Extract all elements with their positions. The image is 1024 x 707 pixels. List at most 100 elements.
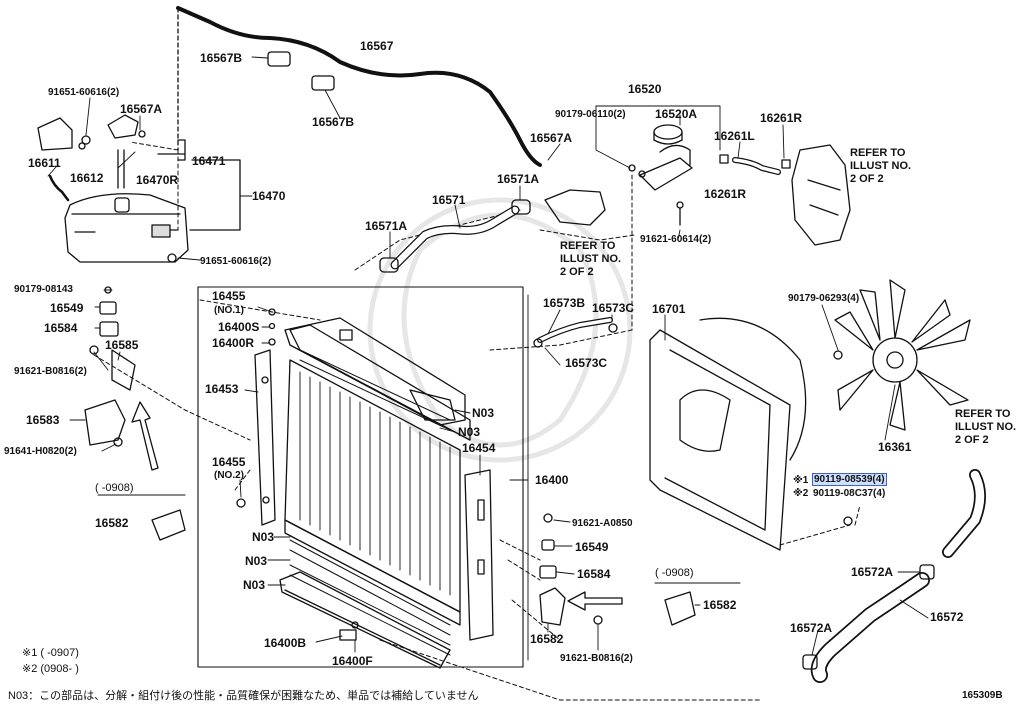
radiator-cap-16520a <box>653 124 683 145</box>
part-label-16582: 16582 <box>703 598 737 612</box>
illustration-number: 165309B <box>962 690 1003 701</box>
part-label-16701: 16701 <box>652 302 686 316</box>
mounting-parts-right <box>539 513 603 626</box>
part-label-16567a: 16567A <box>120 102 163 116</box>
part-label-16611: 16611 <box>28 156 61 170</box>
sublabel-no1: (NO.1) <box>214 305 244 316</box>
direction-arrow-left <box>131 401 159 471</box>
part-label-91621-a0850: 91621-A0850 <box>572 518 633 529</box>
part-label-16584: 16584 <box>44 321 78 335</box>
hose-clamp-16567b <box>267 51 335 91</box>
pipe-16470r <box>117 149 125 189</box>
part-label-16567: 16567 <box>360 39 394 53</box>
hose-16612 <box>48 174 70 202</box>
radiator-assembly-frame <box>197 286 524 668</box>
part-label-16520a: 16520A <box>655 107 698 121</box>
part-label-91641-h0820: 91641-H0820(2) <box>4 446 77 457</box>
part-label-n03: N03 <box>252 530 275 544</box>
part-label-16582: 16582 <box>530 632 564 646</box>
part-label-n03: N03 <box>245 554 268 568</box>
part-label-16471: 16471 <box>192 154 226 168</box>
part-label-16453: 16453 <box>205 382 239 396</box>
part-label-16572: 16572 <box>930 610 964 624</box>
water-inlet-housing <box>791 144 851 246</box>
footnote-1: ※1 ( -0907) <box>22 647 79 659</box>
variant-mark-2: ※2 <box>793 488 809 499</box>
part-label-16400b: 16400B <box>264 636 307 650</box>
part-label-16583: 16583 <box>26 413 60 427</box>
n03-note: N03：この部品は、分解・組付け後の性能・品質確保が困難なため、単品では補給して… <box>8 690 479 702</box>
part-label-16454: 16454 <box>462 441 496 455</box>
part-label-16470: 16470 <box>252 189 286 203</box>
part-label-91651: 91651-60616(2) <box>200 256 272 267</box>
part-label-91621-60614: 91621-60614(2) <box>640 234 712 245</box>
part-label-91651: 91651-60616(2) <box>48 87 120 98</box>
filler-neck-16520 <box>628 144 693 191</box>
part-label-16585: 16585 <box>105 338 139 352</box>
date-range-right: ( -0908) <box>655 567 694 579</box>
refer-note: REFER TO ILLUST NO. 2 OF 2 <box>850 147 912 185</box>
part-label-16455: 16455 <box>212 455 246 469</box>
part-label-16572a: 16572A <box>790 621 833 635</box>
part-label-90119-08c37: 90119-08C37(4) <box>813 488 886 499</box>
part-label-16567a: 16567A <box>530 131 573 145</box>
part-label-16584: 16584 <box>577 567 611 581</box>
part-label-16573b: 16573B <box>543 296 586 310</box>
part-label-16567b: 16567B <box>200 51 243 65</box>
part-label-16261r: 16261R <box>760 111 803 125</box>
part-label-16261l: 16261L <box>714 129 755 143</box>
bracket-16582-right <box>664 591 696 626</box>
cooling-fan <box>834 279 971 431</box>
part-label-16400: 16400 <box>535 473 569 487</box>
part-label-91621-b0816: 91621-B0816(2) <box>14 366 87 377</box>
part-label-16567b: 16567B <box>312 115 355 129</box>
radiator-lower-tank <box>279 571 451 669</box>
part-label-16361: 16361 <box>878 440 912 454</box>
part-label-n03: N03 <box>458 425 481 439</box>
part-label-16582: 16582 <box>95 516 129 530</box>
side-bracket-16454 <box>464 469 494 641</box>
part-label-16549: 16549 <box>50 301 84 315</box>
part-label-16400f: 16400F <box>332 654 373 668</box>
part-label-16571a: 16571A <box>365 219 408 233</box>
side-bracket-16453 <box>254 349 276 526</box>
radiator-top-tank <box>284 317 466 426</box>
part-label-16571a: 16571A <box>497 172 540 186</box>
part-label-16573c: 16573C <box>565 356 608 370</box>
part-label-16455: 16455 <box>212 289 246 303</box>
sublabel-no2: (NO.2) <box>214 470 244 481</box>
part-label-16612: 16612 <box>70 171 104 185</box>
part-label-16400s: 16400S <box>218 320 260 334</box>
part-label-16572a: 16572A <box>851 565 894 579</box>
drain-plug-16400b <box>339 621 359 641</box>
part-label-16520: 16520 <box>628 82 662 96</box>
part-label-90119-08539[interactable]: 90119-08539(4) <box>812 473 887 486</box>
part-label-90179-08143: 90179-08143 <box>14 284 73 295</box>
part-label-16400r: 16400R <box>212 336 255 350</box>
part-label-16573c: 16573C <box>592 301 635 315</box>
bracket-16611 <box>37 117 91 151</box>
variant-mark-1: ※1 <box>793 475 809 486</box>
bracket-16582-left <box>151 509 186 541</box>
overflow-hose <box>176 6 542 167</box>
part-label-16470r: 16470R <box>136 173 179 187</box>
date-range-left: ( -0908) <box>95 482 134 494</box>
seal-n03 <box>289 349 451 656</box>
part-label-90179-06110: 90179-06110(2) <box>555 109 626 120</box>
part-label-16261r: 16261R <box>704 187 747 201</box>
mounting-parts-left <box>84 286 136 447</box>
part-label-90179-06293: 90179-06293(4) <box>788 293 860 304</box>
fan-shroud <box>649 317 807 551</box>
footnote-2: ※2 (0908- ) <box>22 663 79 675</box>
part-label-n03: N03 <box>472 406 495 420</box>
part-label-16571: 16571 <box>432 193 466 207</box>
refer-note: REFER TO ILLUST NO. 2 OF 2 <box>560 240 622 278</box>
bracket-16471 <box>107 114 139 139</box>
direction-arrow-right <box>567 591 623 611</box>
water-outlet <box>544 189 606 226</box>
reservoir-tank <box>64 193 189 263</box>
part-label-16549: 16549 <box>575 540 609 554</box>
part-label-n03: N03 <box>243 578 266 592</box>
